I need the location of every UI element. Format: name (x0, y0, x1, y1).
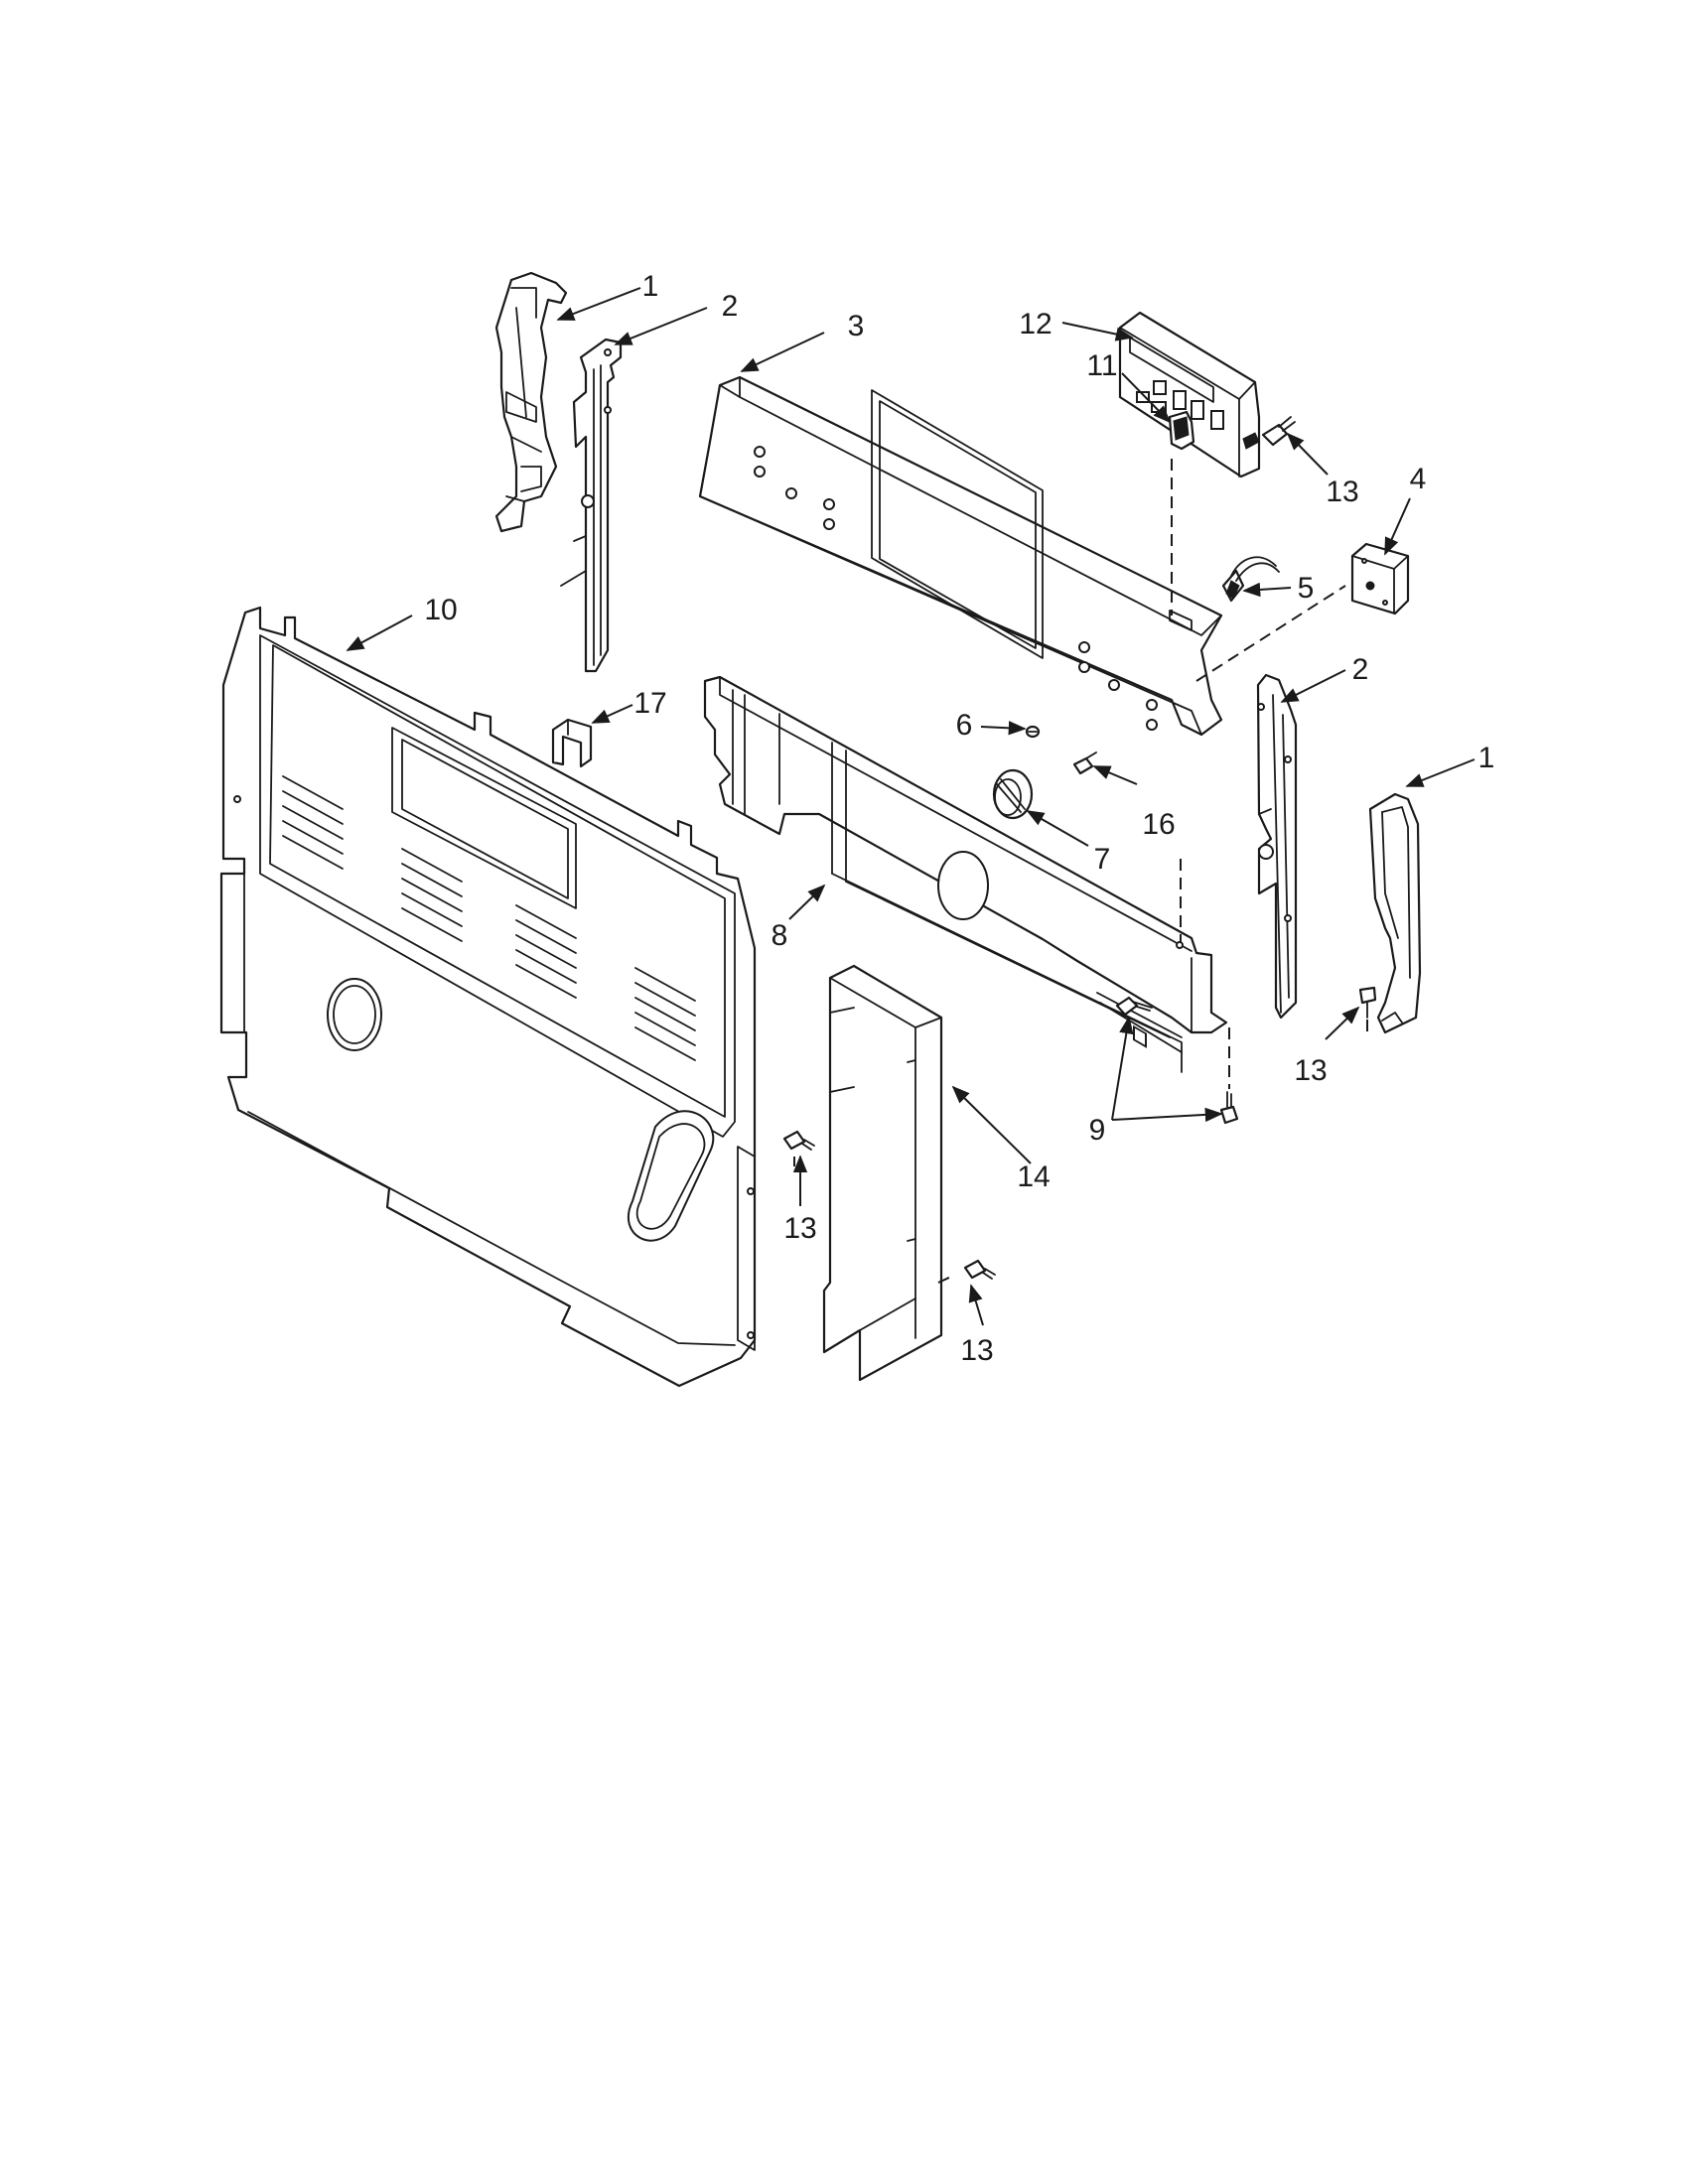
callout-6: 6 (956, 709, 973, 742)
bracket-right-part-2 (1256, 673, 1298, 1020)
callout-4: 4 (1410, 463, 1427, 495)
callout-5: 5 (1298, 572, 1315, 605)
screw-part-13a (1261, 416, 1296, 447)
screw-part-13c (782, 1130, 815, 1151)
timer-part-4 (1350, 542, 1410, 615)
screw-part-16 (1072, 751, 1097, 775)
control-panel-part-3 (698, 375, 1223, 737)
screw-part-13b (1358, 986, 1377, 1019)
callout-9: 9 (1089, 1114, 1106, 1147)
callout-13-right: 13 (1294, 1054, 1327, 1087)
callout-13-bottom: 13 (960, 1334, 993, 1367)
callout-12: 12 (1019, 308, 1052, 341)
screw-part-9b (1219, 1091, 1239, 1125)
callout-labels: 1 2 3 12 13 4 11 5 10 17 2 1 6 16 7 8 13… (424, 270, 1494, 1367)
callout-1-left: 1 (642, 270, 659, 303)
callout-7: 7 (1094, 843, 1111, 876)
callout-8: 8 (772, 919, 788, 952)
callout-10: 10 (424, 594, 457, 626)
callout-2-right: 2 (1352, 653, 1369, 686)
wire-harness-part-5 (1221, 556, 1280, 603)
callout-17: 17 (633, 687, 666, 720)
callout-14: 14 (1017, 1160, 1050, 1193)
center-panel-part-14 (822, 964, 943, 1382)
screw-part-6 (1025, 725, 1041, 739)
lower-panel-part-8 (703, 675, 1228, 1073)
end-cap-right-part-1 (1368, 792, 1422, 1034)
leader-lines (346, 287, 1475, 1326)
callout-1-right: 1 (1478, 742, 1495, 774)
screw-part-13d (963, 1259, 996, 1280)
callout-11: 11 (1086, 349, 1117, 382)
screw-part-9a (1115, 996, 1153, 1017)
switch-part-11 (1168, 410, 1195, 451)
callout-16: 16 (1142, 808, 1175, 841)
rear-panel-part-10 (219, 606, 757, 1388)
callout-13-top: 13 (1326, 476, 1358, 508)
electronic-control-part-12 (1118, 311, 1261, 1048)
clip-part-17 (551, 718, 593, 768)
knob-part-7 (992, 768, 1034, 820)
end-cap-left-part-1 (494, 271, 568, 533)
callout-2-left: 2 (722, 290, 739, 323)
callout-3: 3 (848, 310, 865, 342)
callout-13-left: 13 (783, 1212, 816, 1245)
bracket-left-part-2 (560, 338, 623, 673)
